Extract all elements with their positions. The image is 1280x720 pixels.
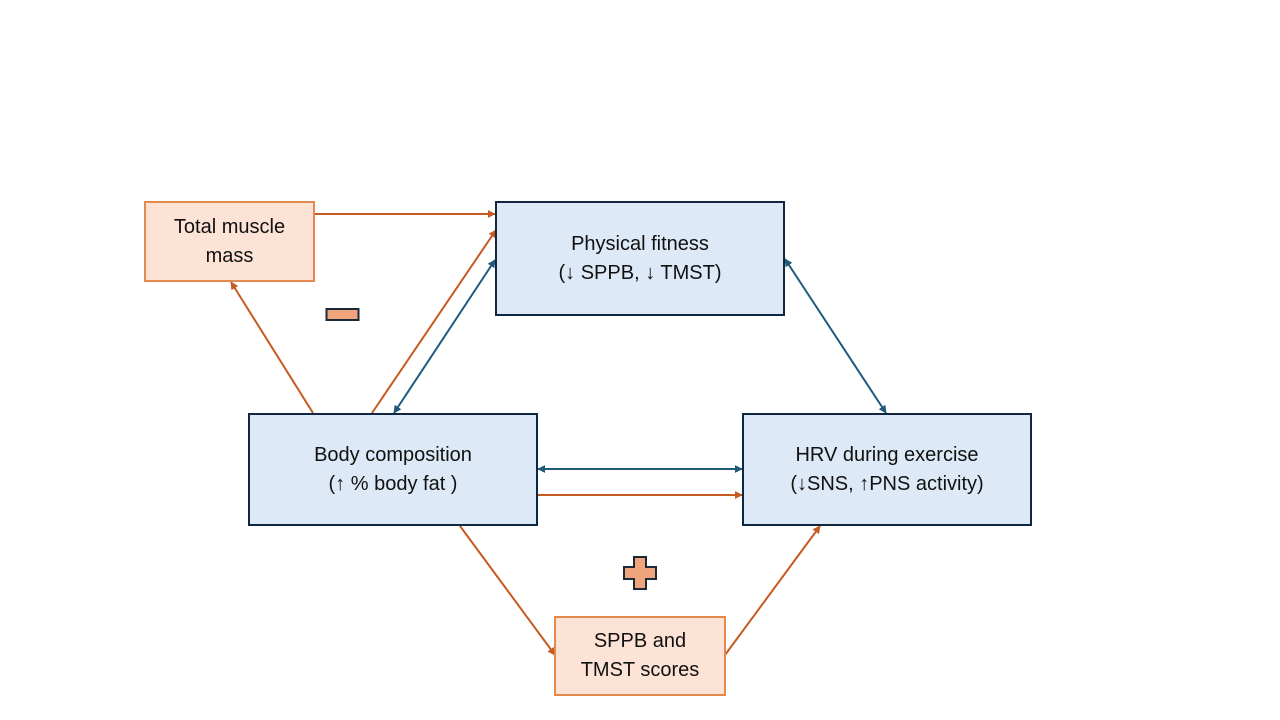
sppb-tmst-line2: TMST scores — [580, 659, 700, 681]
arrow-body-to-fitness — [371, 229, 497, 414]
arrow-body-to-muscle — [230, 281, 314, 414]
hrv-subtitle: (↓SNS, ↑PNS activity) — [790, 472, 984, 495]
body-composition-box: Body composition (↑ % body fat ) — [248, 413, 538, 526]
minus-icon — [325, 308, 360, 321]
physical-fitness-subtitle: (↓ SPPB, ↓ TMST) — [558, 261, 722, 284]
sppb-tmst-line1: SPPB and — [593, 630, 687, 652]
physical-fitness-box: Physical fitness (↓ SPPB, ↓ TMST) — [495, 201, 785, 316]
arrow-body-to-sppb — [459, 525, 556, 656]
plus-icon — [623, 556, 657, 590]
arrow-fitness-hrv-bidirectional — [784, 258, 887, 414]
body-composition-title: Body composition — [314, 443, 472, 466]
hrv-title: HRV during exercise — [795, 443, 979, 466]
physical-fitness-title: Physical fitness — [571, 232, 709, 255]
total-muscle-mass-box: Total muscle mass — [144, 201, 315, 282]
body-composition-subtitle: (↑ % body fat ) — [328, 472, 458, 495]
hrv-box: HRV during exercise (↓SNS, ↑PNS activity… — [742, 413, 1032, 526]
arrow-fitness-body-bidirectional — [393, 259, 496, 414]
sppb-tmst-box: SPPB and TMST scores — [554, 616, 726, 696]
total-muscle-mass-line2: mass — [205, 244, 254, 267]
arrow-sppb-to-hrv — [724, 525, 821, 656]
total-muscle-mass-line1: Total muscle — [173, 215, 286, 238]
